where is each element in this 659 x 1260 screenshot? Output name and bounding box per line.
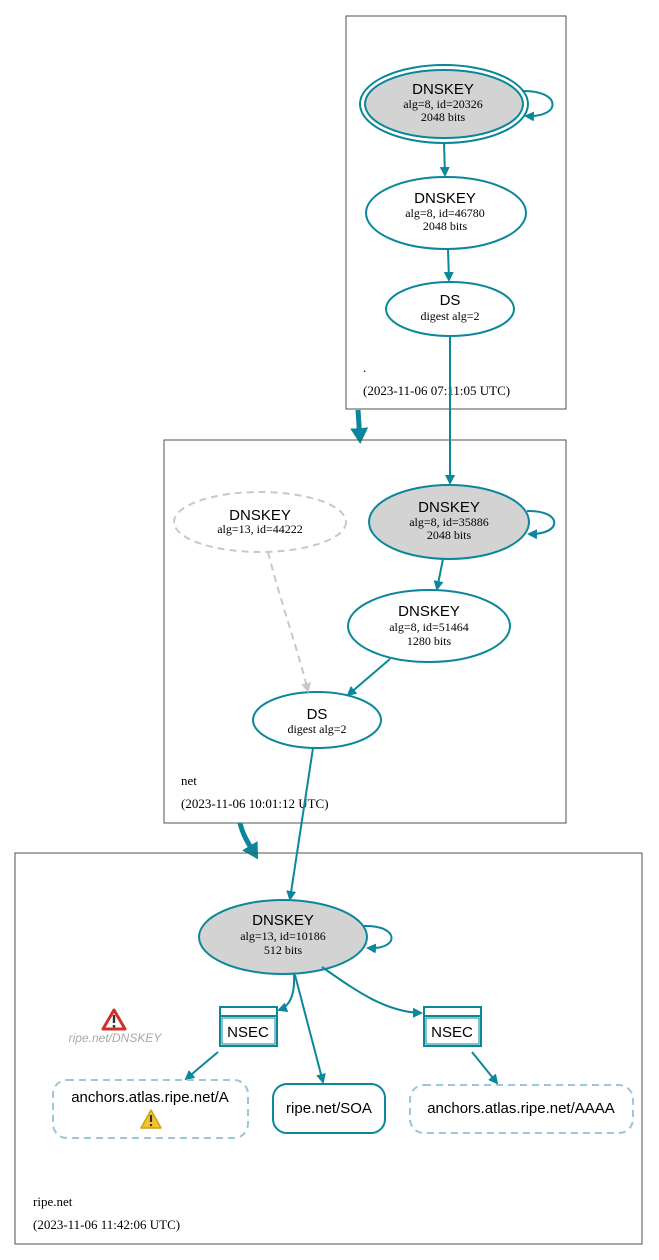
rr-soa-node: ripe.net/SOA: [272, 1083, 386, 1134]
ripe-key-to-soa-edge: [294, 974, 326, 1084]
zone-net-timestamp: (2023-11-06 10:01:12 UTC): [181, 796, 329, 811]
net-ds-line1: digest alg=2: [287, 722, 346, 736]
net-ksk-line2: 2048 bits: [427, 528, 472, 542]
net-inactive-key-node: DNSKEY alg=13, id=44222: [173, 491, 347, 553]
net-ksk-to-zsk-edge: [433, 558, 444, 591]
root-ksk-node: DNSKEY alg=8, id=20326 2048 bits: [359, 64, 529, 144]
rr-a-node: anchors.atlas.ripe.net/A: [52, 1079, 249, 1139]
ripe-key-node: DNSKEY alg=13, id=10186 512 bits: [198, 899, 368, 975]
net-inactive-key-line1: alg=13, id=44222: [217, 522, 303, 536]
zone-root-box: [345, 15, 567, 410]
net-zsk-title: DNSKEY: [398, 603, 460, 620]
zone-ripe-box: [14, 852, 643, 1245]
zone-net-name: net: [181, 773, 197, 788]
root-ksk-title: DNSKEY: [412, 81, 474, 98]
zone-ripe-name: ripe.net: [33, 1194, 73, 1209]
ripe-key-to-nsec-right-edge: [321, 966, 423, 1018]
ripe-key-to-nsec-left-edge: [277, 973, 296, 1012]
red-warning-icon: [101, 1008, 127, 1031]
yellow-warning-icon: [140, 1109, 162, 1129]
nsec-right-node: NSEC: [423, 1006, 482, 1047]
net-zsk-line1: alg=8, id=51464: [389, 620, 469, 634]
ripe-key-title: DNSKEY: [252, 912, 314, 929]
root-ds-line1: digest alg=2: [420, 309, 479, 323]
root-zsk-line2: 2048 bits: [423, 219, 468, 233]
root-ds-title: DS: [440, 292, 461, 309]
net-ksk-title: DNSKEY: [418, 499, 480, 516]
rr-soa-label: ripe.net/SOA: [286, 1100, 372, 1117]
ripe-dnskey-warning-label: ripe.net/DNSKEY: [69, 1031, 163, 1045]
zone-root-name: .: [363, 360, 366, 375]
zone-root-timestamp: (2023-11-06 07:11:05 UTC): [363, 383, 510, 398]
nsec-left-node: NSEC: [219, 1006, 278, 1047]
root-ksk-line2: 2048 bits: [421, 110, 466, 124]
ripe-key-line2: 512 bits: [264, 943, 303, 957]
rr-a-label: anchors.atlas.ripe.net/A: [71, 1089, 229, 1106]
root-ksk-line1: alg=8, id=20326: [403, 97, 483, 111]
zone-ripe-timestamp: (2023-11-06 11:42:06 UTC): [33, 1217, 180, 1232]
nsec-left-label: NSEC: [227, 1024, 269, 1041]
zone-net-box: [163, 439, 567, 824]
net-ds-node: DS digest alg=2: [252, 691, 382, 749]
root-zsk-line1: alg=8, id=46780: [405, 206, 485, 220]
root-zsk-title: DNSKEY: [414, 190, 476, 207]
ripe-key-line1: alg=13, id=10186: [240, 929, 326, 943]
root-to-net-delegation: [350, 409, 369, 444]
root-ksk-to-zsk-edge: [439, 142, 450, 177]
net-to-ripe-delegation: [237, 822, 259, 860]
root-ds-node: DS digest alg=2: [385, 281, 515, 337]
root-zsk-to-ds-edge: [443, 248, 454, 282]
root-ksk-self-loop: [521, 89, 554, 122]
zone-net: DNSKEY alg=13, id=44222 DNSKEY alg=8, id…: [163, 439, 567, 824]
net-ksk-self-loop: [526, 509, 556, 540]
net-ksk-node: DNSKEY alg=8, id=35886 2048 bits: [368, 484, 530, 560]
rr-aaaa-node: anchors.atlas.ripe.net/AAAA: [409, 1084, 634, 1134]
net-zsk-to-ds-edge: [346, 658, 391, 697]
net-zsk-line2: 1280 bits: [407, 634, 452, 648]
nsec-right-to-aaaa-edge: [471, 1051, 499, 1085]
net-ds-to-ripe-key-edge: [286, 747, 314, 901]
nsec-left-to-a-edge: [184, 1051, 219, 1081]
nsec-right-label: NSEC: [431, 1024, 473, 1041]
root-zsk-node: DNSKEY alg=8, id=46780 2048 bits: [365, 176, 527, 250]
net-inactive-to-ds-edge: [267, 551, 311, 693]
zone-root: DNSKEY alg=8, id=20326 2048 bits DNSKEY …: [345, 15, 567, 410]
rr-aaaa-label: anchors.atlas.ripe.net/AAAA: [427, 1100, 615, 1117]
net-ksk-line1: alg=8, id=35886: [409, 515, 489, 529]
net-ds-title: DS: [307, 706, 328, 723]
net-inactive-key-title: DNSKEY: [229, 507, 291, 524]
ripe-key-self-loop: [363, 924, 393, 954]
zone-ripe: DNSKEY alg=13, id=10186 512 bits ripe.ne…: [14, 852, 643, 1245]
net-zsk-node: DNSKEY alg=8, id=51464 1280 bits: [347, 589, 511, 663]
